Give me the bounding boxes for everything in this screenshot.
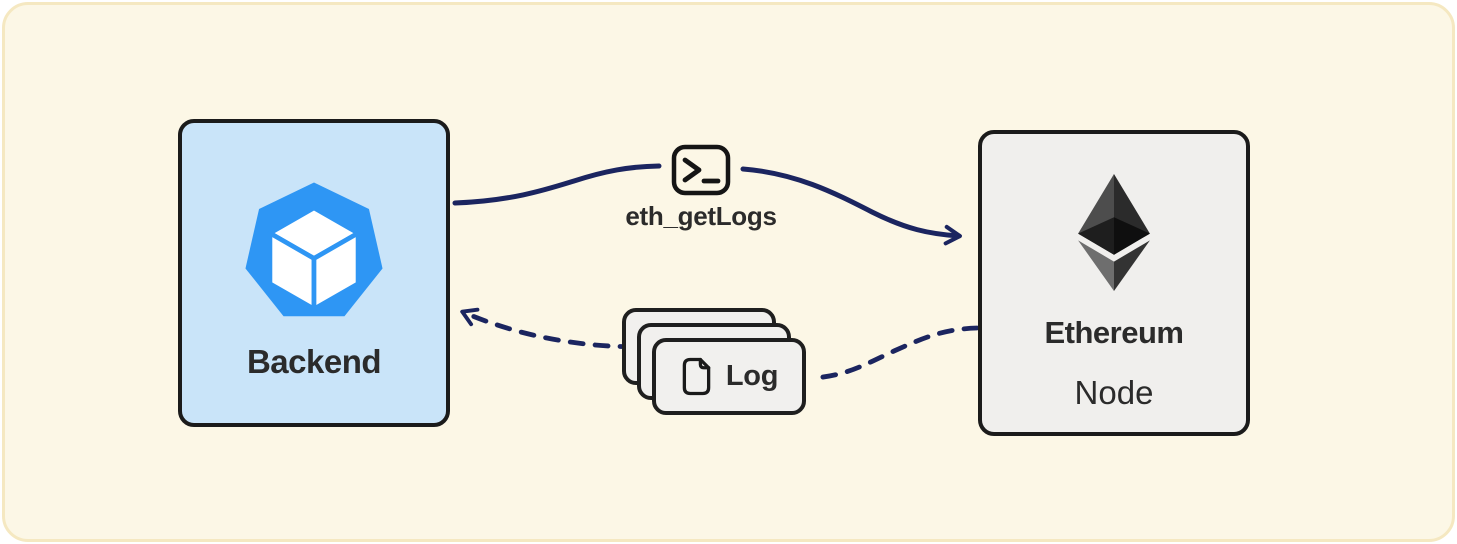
log-card: Log xyxy=(652,338,806,415)
backend-label: Backend xyxy=(246,343,382,380)
request-method-label: eth_getLogs xyxy=(625,201,777,231)
log-card-stack: Log xyxy=(622,308,812,420)
ethereum-node-title: Ethereum xyxy=(1044,315,1184,350)
request-arrow-right-segment xyxy=(740,166,962,246)
backend-cube-icon xyxy=(245,182,383,317)
request-arrow-left-segment xyxy=(452,163,662,206)
ethereum-node-subtitle: Node xyxy=(1074,374,1154,411)
log-card-label: Log xyxy=(725,360,779,392)
ethereum-icon xyxy=(1078,174,1150,291)
ethereum-node-box: Ethereum Node xyxy=(978,130,1250,436)
backend-node-box: Backend xyxy=(178,119,450,427)
document-icon xyxy=(682,357,711,396)
terminal-icon xyxy=(671,144,731,196)
response-arrow-right-segment xyxy=(810,325,980,381)
